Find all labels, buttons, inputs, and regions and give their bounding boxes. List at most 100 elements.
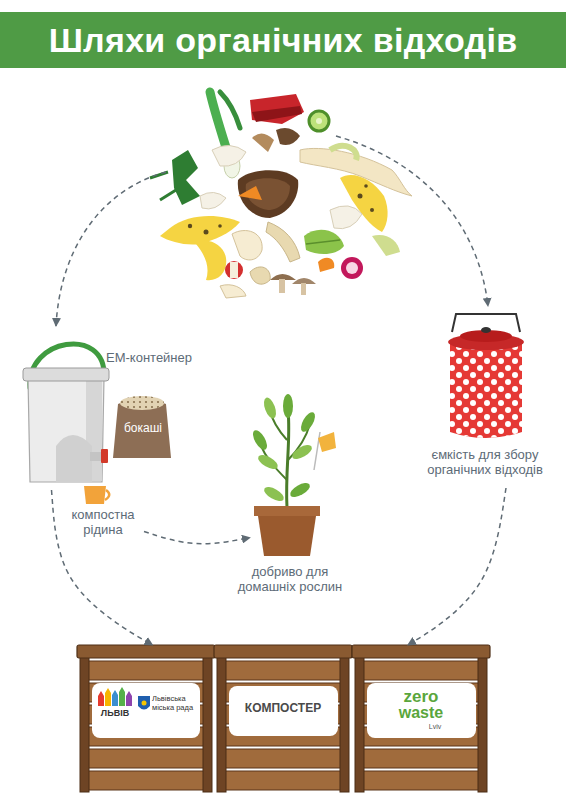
house-plant (256, 452, 280, 472)
food-waste-pile (160, 216, 240, 245)
food-waste-pile (220, 92, 240, 128)
composter-crates (214, 645, 352, 792)
food-waste-pile (276, 128, 300, 145)
food-waste-pile (188, 224, 192, 228)
house-plant (318, 432, 336, 452)
lviv-logo (126, 691, 132, 696)
food-waste-pile (238, 186, 262, 200)
lviv-logo (126, 696, 132, 706)
house-plant (262, 484, 286, 504)
food-waste-pile (212, 145, 246, 166)
node-sublabel: Львівська міська рада (152, 695, 194, 712)
dashed-arrow (408, 488, 506, 645)
food-waste-pile (372, 235, 400, 256)
em-container: ЕМ-контейнер (20, 335, 110, 490)
em-container (23, 344, 109, 504)
collection-pot (448, 314, 524, 438)
house-plant (288, 480, 312, 500)
composter-crates (77, 645, 490, 792)
lviv-logo (142, 701, 147, 706)
house-plant (290, 442, 314, 462)
composter-crates (367, 683, 476, 738)
node-label: КОМПОСТЕР (229, 702, 337, 716)
em-container (28, 378, 104, 482)
food-waste-pile (306, 240, 340, 244)
house-plant (283, 394, 293, 418)
house-plant (258, 516, 316, 556)
composter-crates (229, 686, 338, 736)
food-waste-pile (238, 170, 298, 218)
composter-box: ЛЬВІВ Львівська міська рада (80, 645, 212, 793)
food-waste-pile (309, 111, 329, 131)
em-container (105, 490, 109, 500)
composter-crates (92, 683, 200, 738)
food-waste-pile (250, 267, 270, 284)
bokashi-bag (120, 396, 164, 410)
composter-crates (77, 645, 215, 792)
compost-liquid: компостна рідина (62, 482, 144, 548)
food-waste-pile (301, 283, 306, 295)
title-band: Шляхи органічних відходів (0, 12, 566, 68)
food-waste-pile (196, 241, 226, 280)
food-waste-pile (364, 184, 368, 188)
house-plant (260, 410, 310, 480)
em-container (23, 368, 109, 381)
node-label: бокаші (115, 422, 171, 436)
node-label: zero (367, 688, 475, 705)
node-label: ЛЬВІВ (94, 708, 136, 718)
food-waste-pile (358, 194, 363, 199)
lviv-logo (119, 687, 125, 692)
bokashi-bag: бокаші (115, 392, 171, 458)
collection-pot (450, 344, 522, 438)
lviv-logo (112, 690, 118, 695)
food-waste-pile (370, 208, 374, 212)
bokashi-bag (113, 396, 171, 458)
food-waste-pile (318, 258, 334, 272)
dashed-arrow (56, 172, 166, 326)
node-sublabel: waste (367, 705, 475, 721)
lviv-logo (138, 696, 150, 710)
dashed-arrow (336, 136, 488, 306)
lviv-logo (119, 692, 125, 706)
em-container (101, 449, 108, 463)
food-waste-pile (250, 94, 304, 124)
bokashi-bag (120, 396, 164, 410)
food-waste-pile (346, 262, 358, 274)
node-label: ємкість для збору органічних відходів (415, 448, 555, 478)
composter-box: zerowasteLviv (355, 645, 487, 793)
lviv-logo (98, 696, 104, 706)
node-label: компостна рідина (62, 508, 144, 538)
lviv-logo (98, 691, 104, 696)
house-plant (298, 410, 318, 434)
collection-pot (452, 314, 520, 332)
food-waste-pile (232, 231, 262, 260)
node-label: добриво для домашніх рослин (230, 565, 350, 595)
house-plant (250, 428, 270, 452)
food-waste-pile (252, 133, 274, 152)
house-plant (254, 506, 320, 516)
collection-pot (450, 344, 522, 438)
lviv-logo (105, 688, 111, 693)
collection-pot: ємкість для збору органічних відходів (415, 312, 555, 488)
food-waste-pile (204, 230, 209, 235)
food-waste-pile (266, 222, 300, 262)
dashed-arrow (144, 532, 250, 544)
composter-box: КОМПОСТЕР (217, 645, 349, 793)
food-waste-pile (316, 118, 322, 124)
food-waste-pile (252, 106, 302, 122)
food-waste-pile (230, 262, 238, 278)
node-label: ЕМ-контейнер (106, 351, 218, 366)
food-waste-pile (330, 206, 362, 229)
collection-pot (481, 327, 491, 333)
house-plant (250, 394, 336, 556)
food-waste-pile (279, 279, 285, 293)
food-waste-pile (220, 285, 246, 298)
em-container (56, 435, 92, 482)
food-waste-pile (341, 257, 363, 279)
food-waste-pile (330, 146, 357, 160)
food-waste-pile (172, 150, 200, 205)
food-waste-pile (304, 230, 344, 254)
food-waste-pile (225, 261, 243, 279)
